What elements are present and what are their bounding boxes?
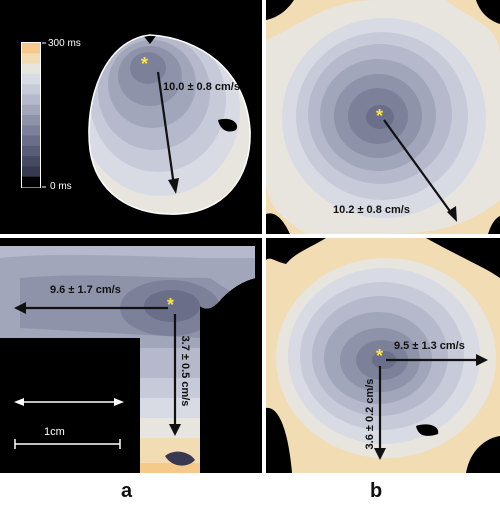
colorbar-step: [22, 73, 40, 85]
panel-label-a: a: [121, 480, 133, 502]
colorbar-step: [22, 84, 40, 95]
panel-label-b: b: [370, 480, 383, 502]
velocity-label-vertical: 3.6 ± 0.2 cm/s: [364, 378, 376, 450]
colorbar-step: [22, 94, 40, 106]
colorbar-step: [22, 43, 40, 54]
panel-a-bottom: * 9.6 ± 1.7 cm/s 3.7 ± 0.5 cm/s 1cm: [0, 238, 262, 473]
colorbar: [21, 42, 46, 188]
panel-a-top: 300 ms 0 ms * 10.0 ± 0.8 cm/s: [0, 0, 262, 234]
colorbar-step: [22, 156, 40, 167]
velocity-label: 10.0 ± 0.8 cm/s: [163, 81, 240, 93]
activation-map-a-top: [21, 34, 251, 215]
colorbar-max-label: 300 ms: [48, 38, 81, 49]
velocity-label: 10.2 ± 0.8 cm/s: [333, 204, 410, 216]
colorbar-min-label: 0 ms: [50, 181, 72, 192]
activation-map-a-bottom: [0, 246, 255, 473]
star-marker: *: [167, 295, 175, 315]
colorbar-step: [22, 115, 40, 126]
colorbar-step: [22, 135, 40, 147]
colorbar-step: [22, 53, 40, 65]
star-marker: *: [376, 106, 384, 126]
panel-b-bottom: * 9.5 ± 1.3 cm/s 3.6 ± 0.2 cm/s: [266, 238, 500, 473]
colorbar-step: [22, 104, 40, 116]
activation-map-b-bottom: [266, 238, 500, 473]
velocity-label-horizontal: 9.5 ± 1.3 cm/s: [394, 340, 465, 352]
activation-map-b-top: [266, 0, 500, 234]
colorbar-step: [22, 166, 40, 178]
colorbar-step: [22, 63, 40, 75]
panel-b-top: * 10.2 ± 0.8 cm/s: [266, 0, 500, 234]
colorbar-step: [22, 125, 40, 137]
star-marker: *: [141, 54, 149, 74]
colorbar-step: [22, 176, 40, 188]
velocity-label-vertical: 3.7 ± 0.5 cm/s: [179, 335, 191, 407]
scale-label: 1cm: [44, 426, 65, 438]
star-marker: *: [376, 346, 384, 366]
colorbar-step: [22, 145, 40, 157]
velocity-label-horizontal: 9.6 ± 1.7 cm/s: [50, 284, 121, 296]
